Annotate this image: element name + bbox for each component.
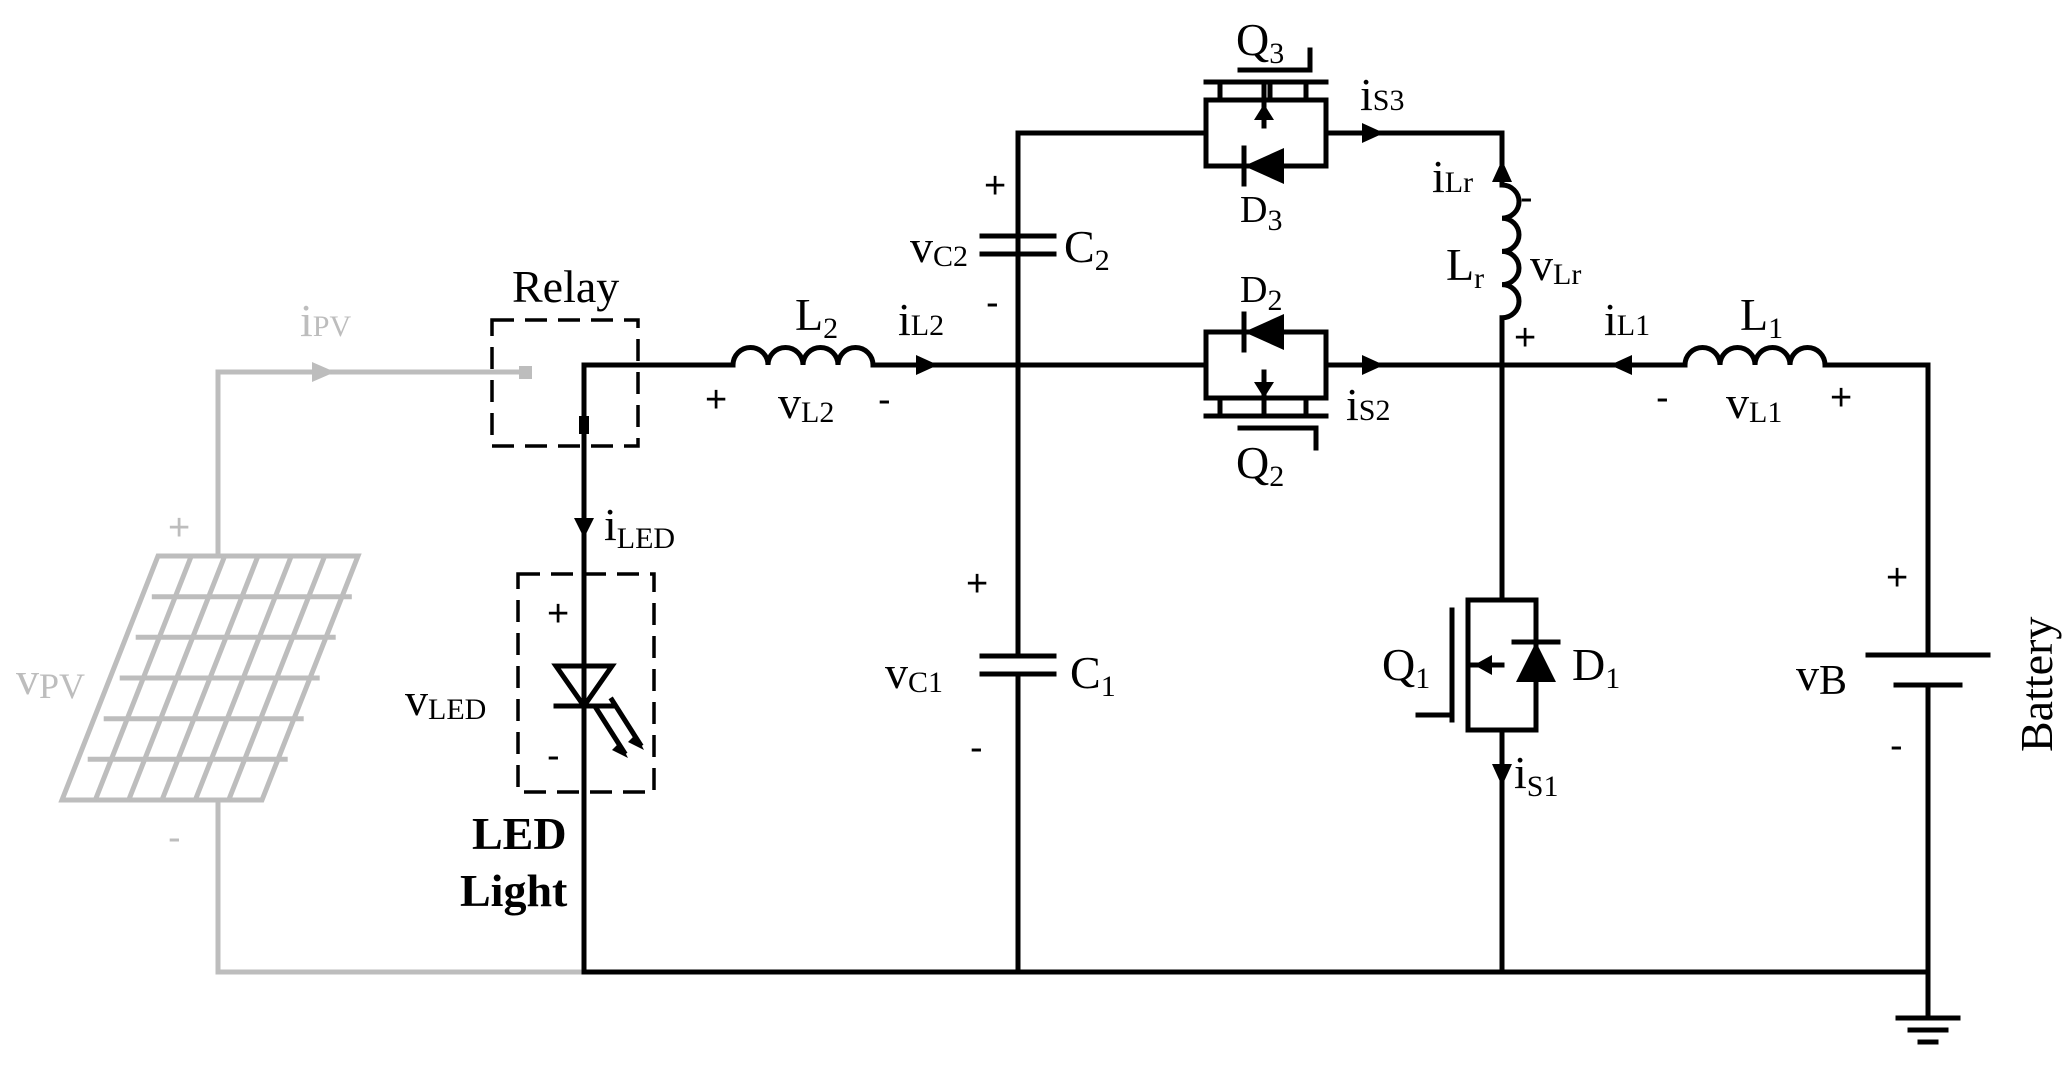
inductor-L1: iL1 L1 - + vL1 — [1604, 289, 1852, 429]
ipv-label: iPV — [300, 295, 351, 346]
vc2-minus: - — [986, 282, 999, 324]
vl1-plus: + — [1830, 377, 1852, 419]
vlr-minus: - — [1520, 177, 1533, 219]
capacitor-C1: + - vC1 C1 — [885, 563, 1116, 769]
capacitor-icon — [979, 653, 1057, 677]
vb-minus: - — [1890, 725, 1903, 767]
led-light-line2: Light — [460, 865, 568, 916]
diode-icon — [1499, 597, 1561, 733]
vc1-plus: + — [966, 563, 988, 605]
is2-arrow — [1362, 355, 1384, 375]
vlr-plus: + — [1514, 317, 1536, 359]
switch-Q3: Q3 D3 iS3 — [1185, 14, 1404, 237]
L2-label: L2 — [795, 289, 838, 345]
battery-icon — [1865, 652, 1991, 688]
D3-label: D3 — [1240, 189, 1282, 237]
inductor-Lr: iLr - + Lr vLr — [1432, 151, 1581, 359]
vc1-minus: - — [970, 727, 983, 769]
vb-plus: + — [1886, 557, 1908, 599]
il1-label: iL1 — [1604, 294, 1650, 345]
led-light: + - vLED LED Light iLED — [405, 499, 675, 916]
is1-label: iS1 — [1514, 747, 1558, 803]
C2-label: C2 — [1064, 221, 1110, 277]
switch-Q2: D2 Q2 iS2 — [1185, 269, 1390, 493]
is1-arrow — [1492, 764, 1512, 786]
vpv-minus: - — [168, 817, 181, 859]
relay: Relay — [490, 261, 640, 448]
Q1-label: Q1 — [1382, 639, 1430, 695]
iled-label: iLED — [604, 499, 675, 555]
pv-branch — [58, 362, 584, 975]
iled-arrow — [574, 518, 594, 538]
il1-arrow — [1610, 355, 1632, 375]
battery-label: Battery — [2011, 617, 2062, 752]
vl2-label: vL2 — [778, 377, 834, 429]
il2-arrow — [916, 355, 938, 375]
ilr-label: iLr — [1432, 151, 1473, 202]
vc2-plus: + — [984, 165, 1006, 207]
vc2-label: vC2 — [910, 221, 968, 273]
C1-label: C1 — [1070, 647, 1116, 703]
inductor-icon — [730, 345, 876, 368]
D2-label: D2 — [1240, 269, 1282, 317]
Q2-label: Q2 — [1236, 437, 1284, 493]
inductor-icon — [1499, 182, 1522, 321]
Q3-label: Q3 — [1236, 14, 1284, 70]
battery: + - vB Battery — [1796, 557, 2062, 767]
diode-icon — [1203, 130, 1329, 187]
D1-label: D1 — [1572, 639, 1620, 695]
capacitor-C2: + - vC2 C2 — [910, 165, 1110, 324]
switch-Q1: Q1 D1 iS1 — [1382, 597, 1620, 803]
vl2-minus: - — [878, 379, 891, 421]
vpv-label: vPV — [16, 653, 85, 706]
inductor-icon — [1682, 345, 1828, 368]
diode-icon — [1185, 311, 1329, 368]
L1-label: L1 — [1740, 289, 1783, 345]
wiring — [579, 130, 1931, 1021]
ground-icon — [1895, 1015, 1961, 1045]
vc1-label: vC1 — [885, 647, 943, 699]
vl1-label: vL1 — [1726, 377, 1782, 429]
is3-label: iS3 — [1360, 69, 1404, 120]
vled-label: vLED — [405, 674, 486, 726]
solar-panel-icon — [58, 553, 362, 803]
ilr-arrow — [1492, 160, 1512, 182]
vb-label: vB — [1796, 649, 1847, 704]
vpv-plus: + — [168, 507, 190, 549]
is2-label: iS2 — [1346, 379, 1390, 430]
ipv-arrow — [312, 362, 335, 382]
vlr-label: vLr — [1530, 239, 1581, 291]
led-light-line1: LED — [472, 808, 567, 859]
is3-arrow — [1362, 123, 1384, 143]
inductor-L2: L2 + - vL2 iL2 — [705, 289, 944, 429]
mosfet-icon — [1185, 47, 1329, 136]
vled-minus: - — [547, 735, 560, 777]
capacitor-icon — [979, 233, 1057, 257]
led-icon — [551, 637, 644, 758]
vl2-plus: + — [705, 379, 727, 421]
vled-plus: + — [547, 593, 569, 635]
pv-labels: iPV + - vPV — [16, 295, 351, 859]
mosfet-icon — [1415, 597, 1505, 733]
mosfet-icon — [1203, 362, 1329, 451]
relay-label: Relay — [512, 261, 619, 312]
Lr-label: Lr — [1446, 239, 1484, 295]
il2-label: iL2 — [898, 294, 944, 345]
vl1-minus: - — [1656, 377, 1669, 419]
